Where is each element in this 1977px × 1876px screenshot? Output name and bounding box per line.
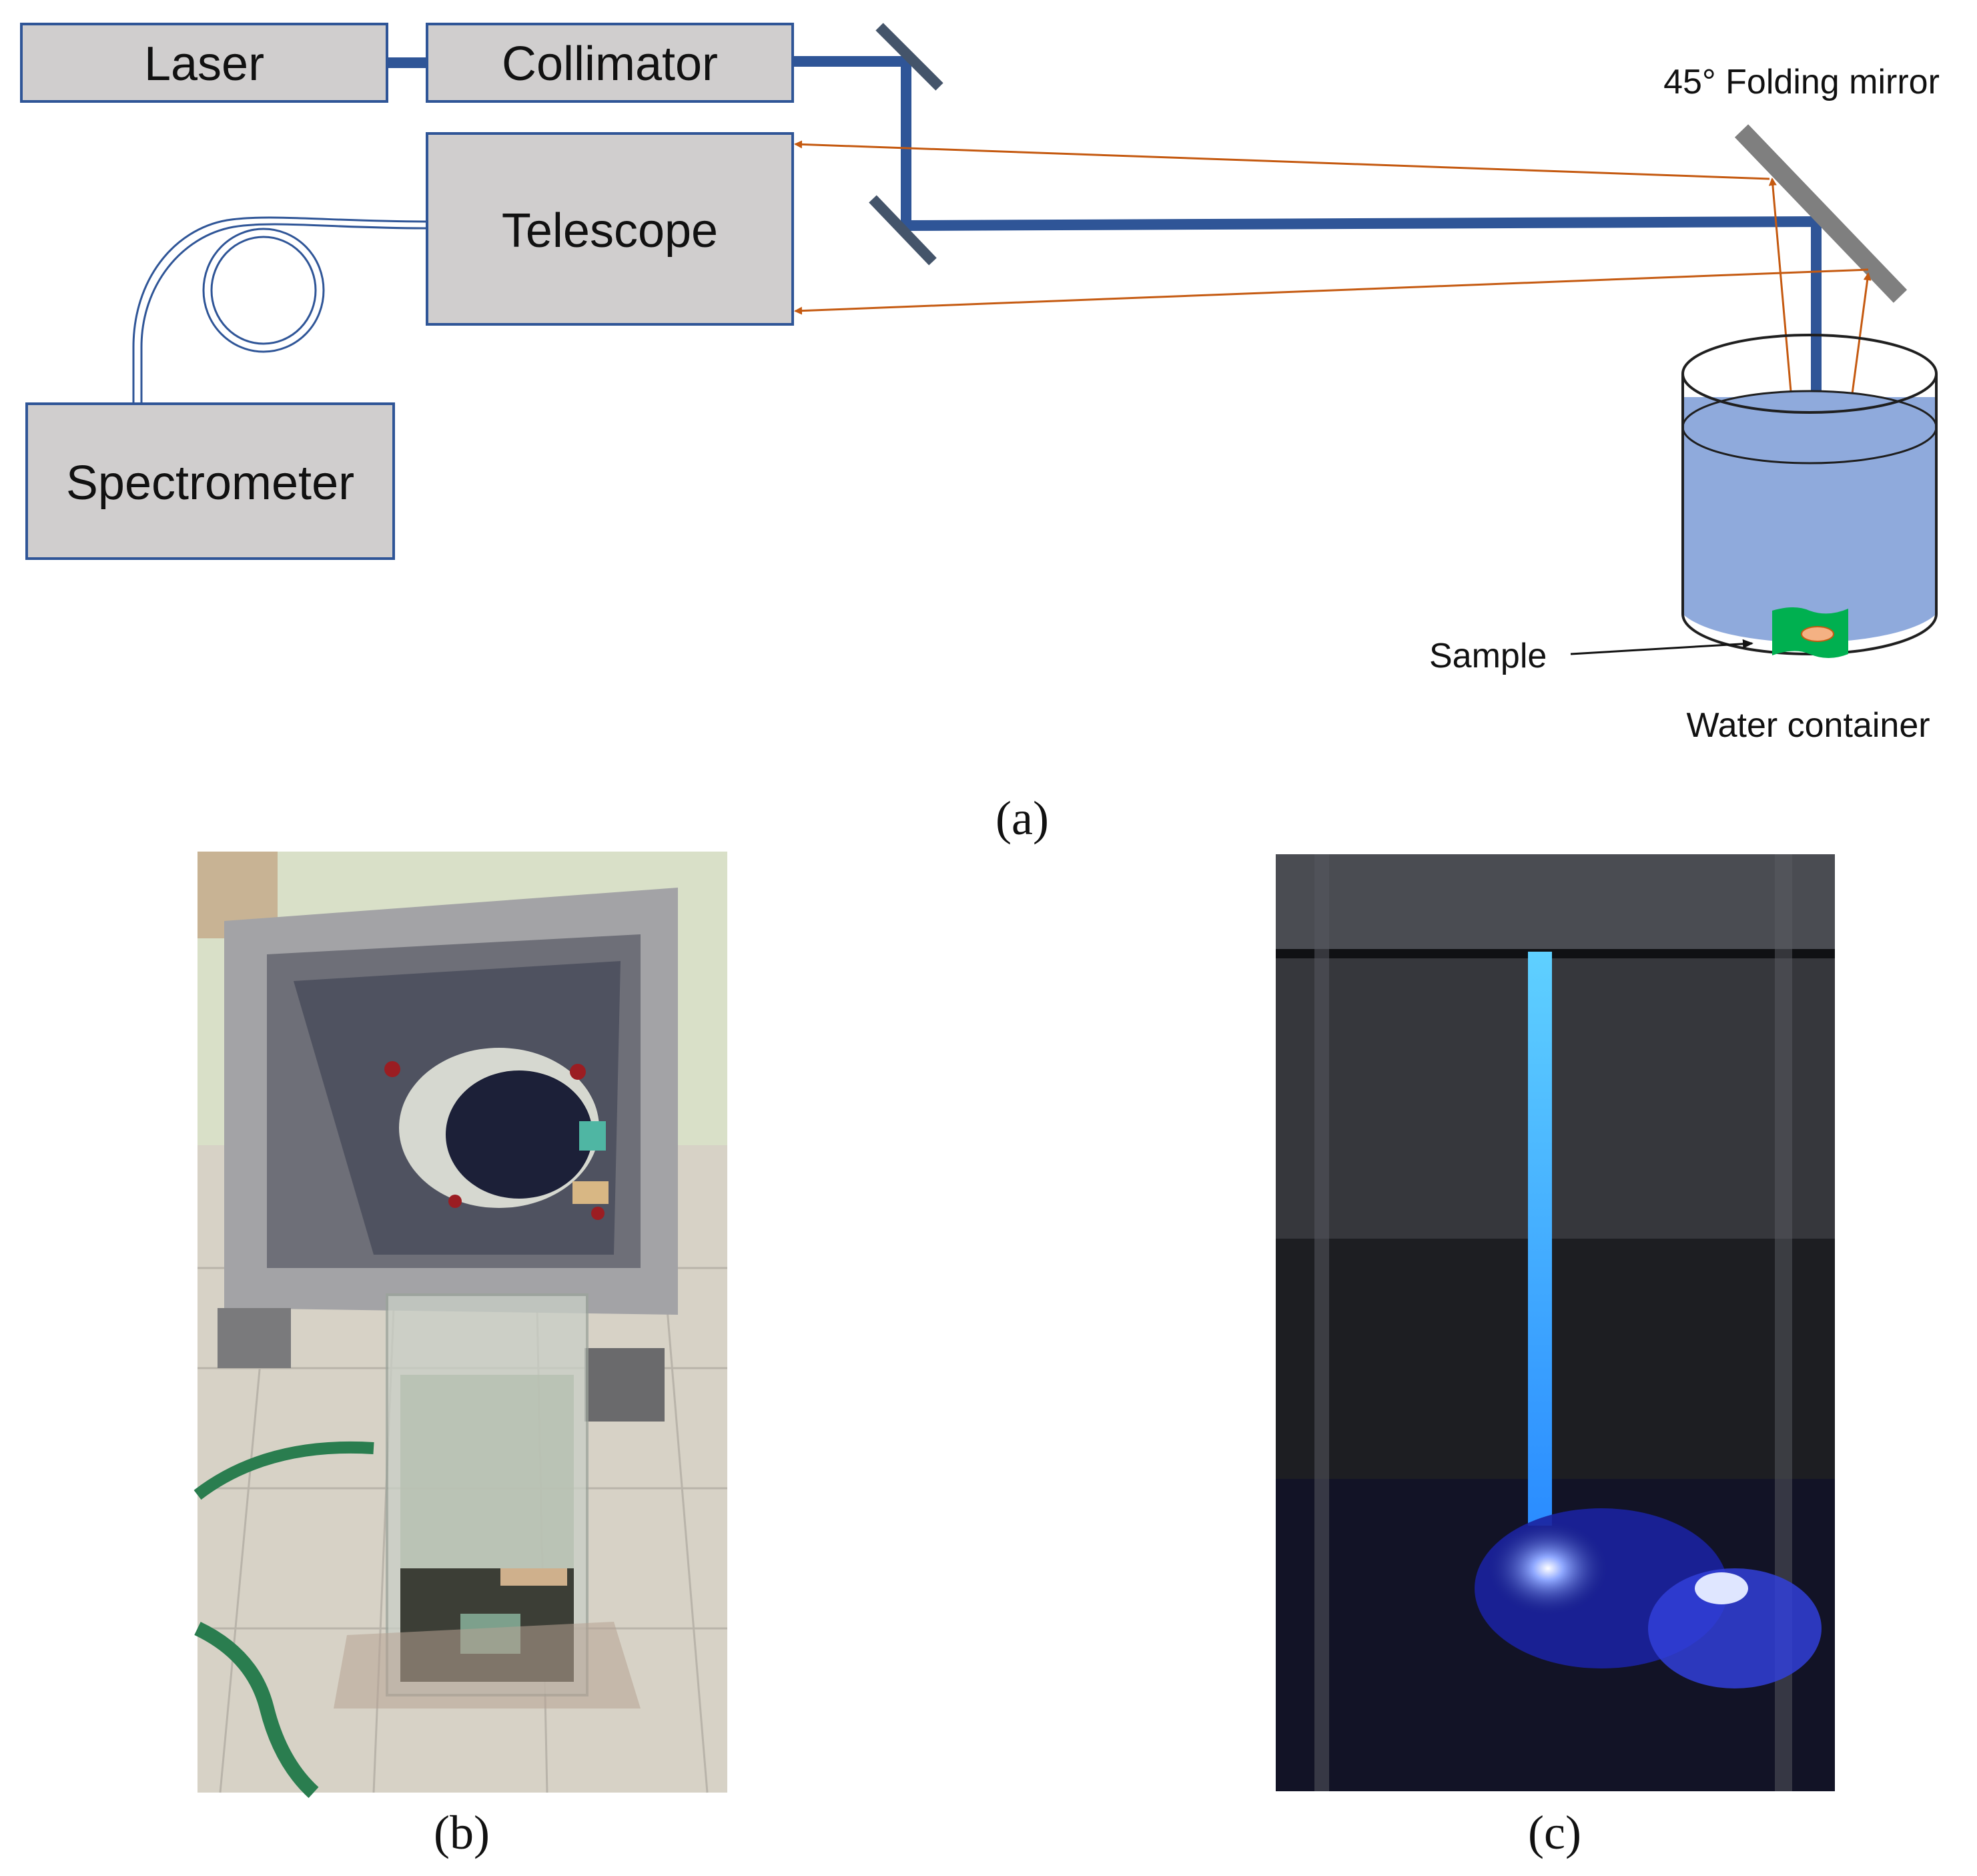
photo-laser-beam [1528, 952, 1552, 1526]
optical-fiber [132, 216, 428, 404]
caption-b: (b) [434, 1806, 490, 1859]
laser-beam [793, 56, 1822, 609]
schematic-panel: Laser Collimator Telescope Spectrometer [20, 23, 1940, 845]
caption-c: (c) [1528, 1806, 1581, 1859]
laser-spot [1801, 626, 1834, 642]
sample-label: Sample [1429, 637, 1547, 675]
folding-mirror [1734, 124, 1908, 303]
spectrometer-label: Spectrometer [66, 456, 354, 510]
folding-mirror-label: 45° Folding mirror [1663, 63, 1940, 101]
steering-mirror-bottom [869, 195, 937, 266]
laser-box: Laser [20, 23, 388, 103]
collimator-label: Collimator [502, 37, 718, 91]
water-container [1681, 334, 1938, 658]
sample-pointer [1570, 639, 1753, 655]
water-container-label: Water container [1686, 706, 1930, 745]
steering-mirror-top [875, 23, 943, 91]
laser-label: Laser [144, 37, 264, 91]
caption-a: (a) [996, 792, 1049, 845]
spectrometer-box: Spectrometer [25, 402, 395, 560]
laser-collimator-link [387, 57, 427, 68]
telescope-box: Telescope [426, 132, 794, 326]
telescope-label: Telescope [502, 204, 718, 258]
photo-b: (b) [193, 852, 727, 1859]
collimator-box: Collimator [426, 23, 794, 103]
photo-c: (c) [1276, 854, 1835, 1859]
